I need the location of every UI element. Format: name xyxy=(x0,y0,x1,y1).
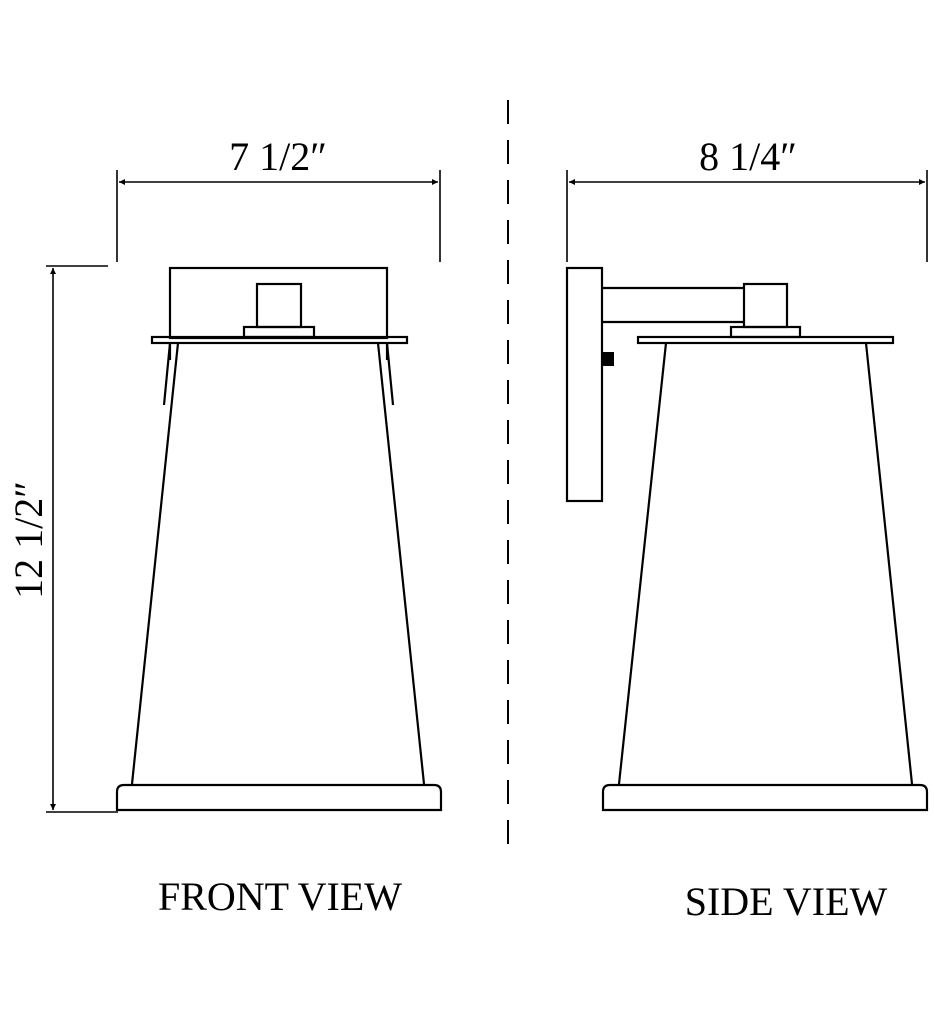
height-dimension: 12 1/2″ xyxy=(6,265,118,813)
front-view-lamp xyxy=(115,266,443,812)
front-width-label: 7 1/2″ xyxy=(229,134,327,179)
side-view-label: SIDE VIEW xyxy=(685,879,888,924)
side-view-lamp xyxy=(565,266,929,812)
side-width-label: 8 1/4″ xyxy=(699,134,797,179)
mounting-screw xyxy=(602,352,614,366)
height-label: 12 1/2″ xyxy=(6,481,51,599)
front-view-label: FRONT VIEW xyxy=(158,874,402,919)
front-width-dimension: 7 1/2″ xyxy=(116,134,441,262)
side-width-dimension: 8 1/4″ xyxy=(566,134,928,262)
